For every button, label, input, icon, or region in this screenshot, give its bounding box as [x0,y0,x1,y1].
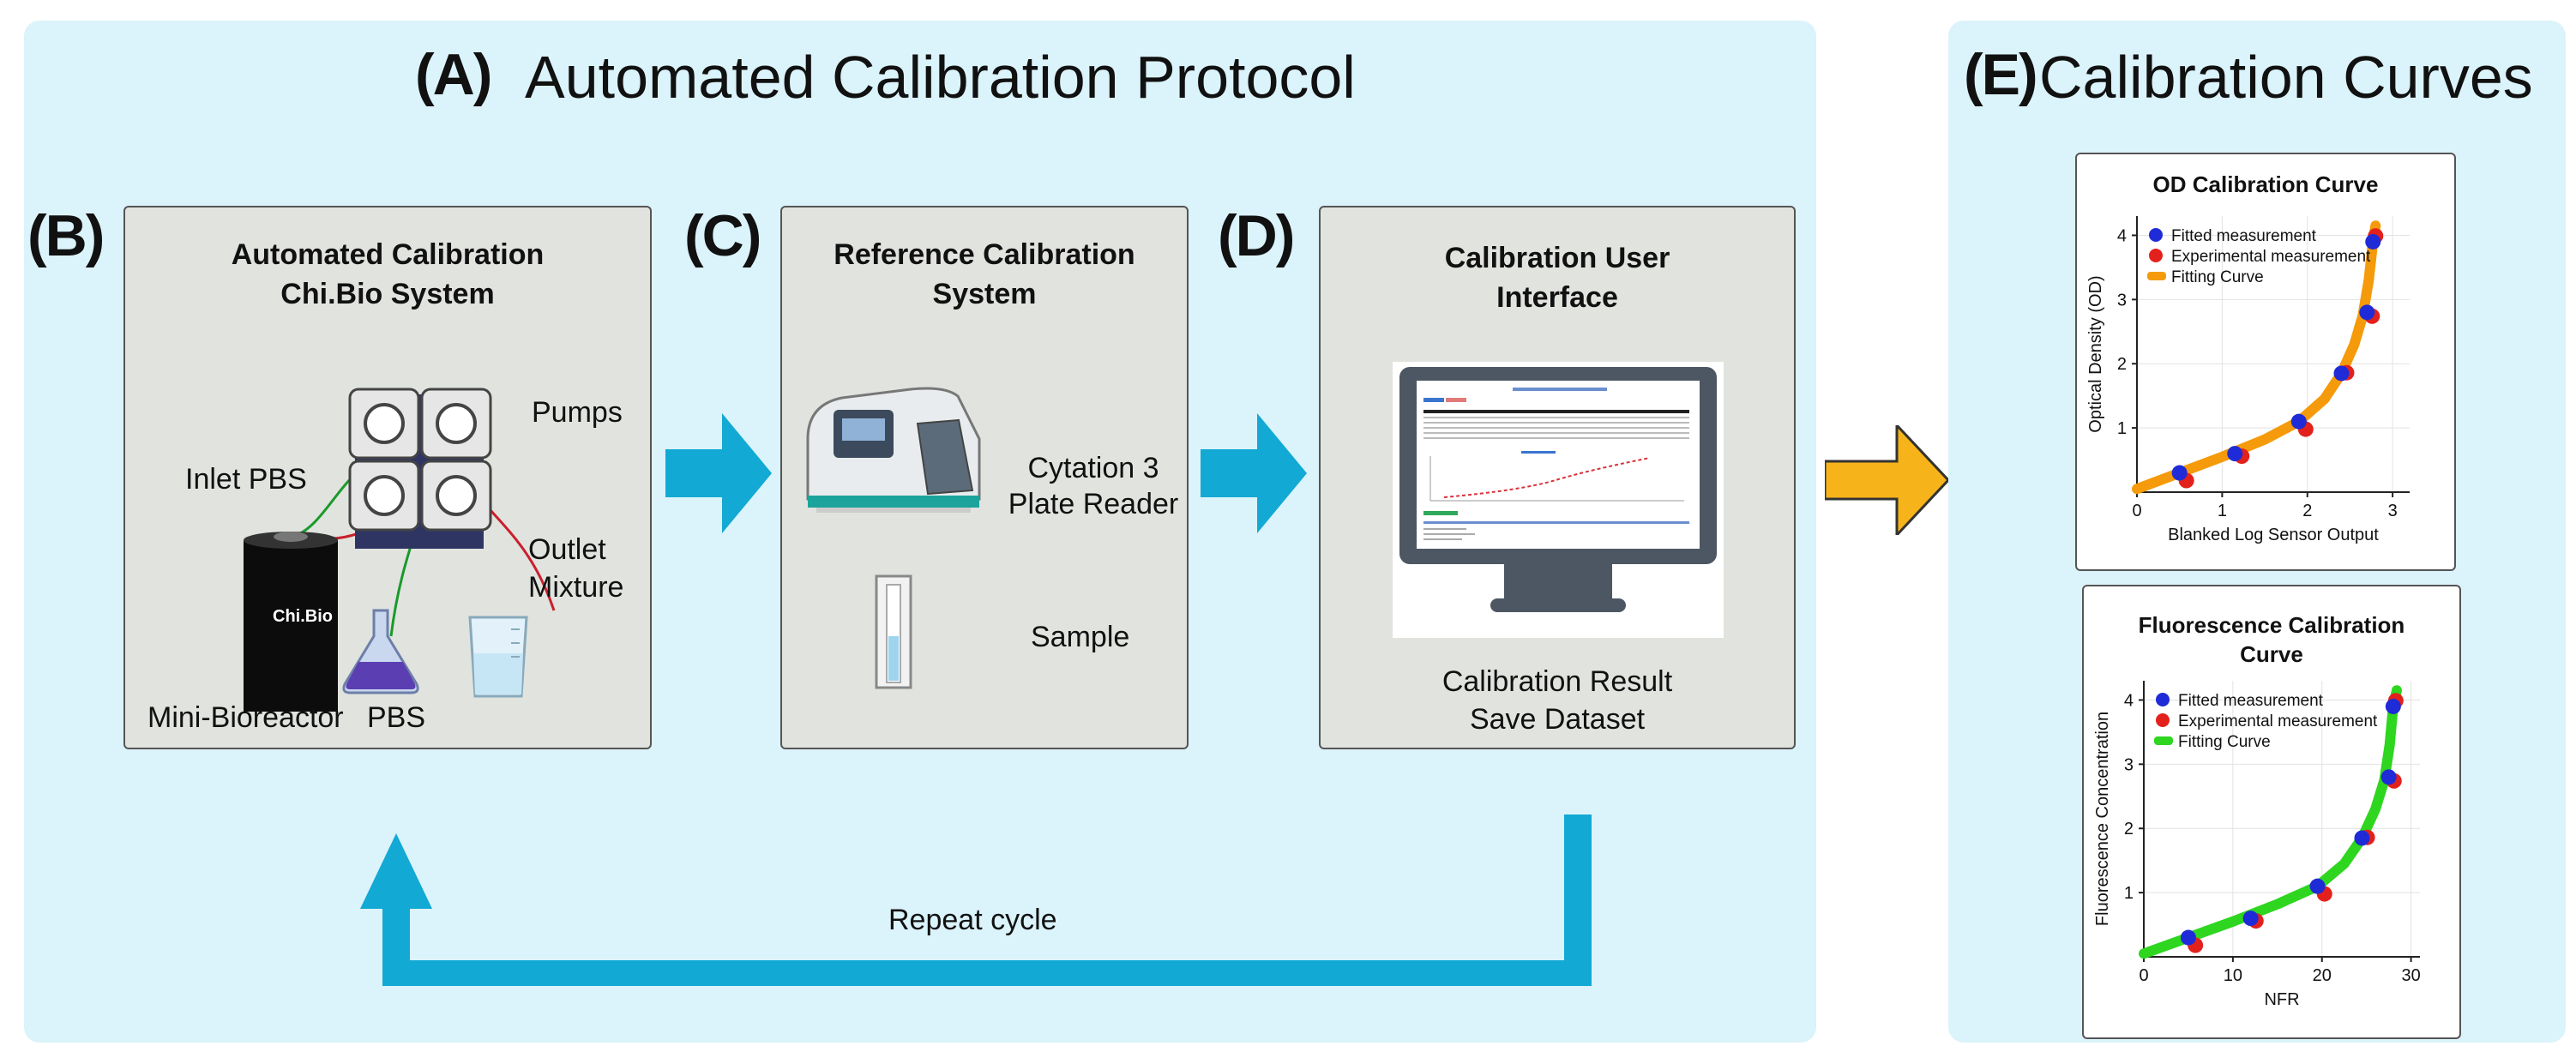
x-tick-label: 2 [2302,502,2312,520]
arrow-b-to-c [665,413,772,533]
legend-label: Fitting Curve [2171,268,2264,286]
chibio-illustration [244,388,556,712]
y-tick-label: 1 [2117,419,2127,438]
legend-marker [2149,249,2163,262]
y-tick-label: 3 [2124,755,2134,774]
cuvette-icon [875,574,912,689]
repeat-cycle-label: Repeat cycle [888,904,1057,936]
reference-illustration [806,387,981,689]
fl-chart-title-line2: Curve [2240,641,2303,667]
panel-e-title: Calibration Curves [2039,44,2533,111]
repeat-cycle-arrow [360,815,1592,986]
x-tick-label: 1 [2218,502,2227,520]
panel-a-tag: (A) [415,42,492,107]
fitting-curve-line [2132,220,2381,495]
fitted-point [2359,304,2375,321]
y-axis-label: Fluorescence Concentration [2093,712,2112,926]
fitted-point [2333,365,2350,382]
panel-b-tag: (B) [27,203,105,268]
x-tick-label: 0 [2132,502,2141,520]
legend-label: Experimental measurement [2171,248,2371,266]
fitted-point [2354,830,2370,846]
x-tick-label: 0 [2139,966,2148,985]
ui-title-line2: Interface [1496,281,1618,314]
plate-reader-label-line2: Plate Reader [1008,488,1179,520]
chibio-title-line1: Automated Calibration [231,238,545,271]
panel-a-title: Automated Calibration Protocol [525,44,1356,111]
x-tick-label: 10 [2224,966,2242,985]
device-brand-label: Chi.Bio [273,607,333,626]
pbs-label: PBS [367,701,426,734]
monitor-illustration [1393,362,1724,638]
monitor-icon [1399,367,1717,612]
screen-content [1423,388,1689,540]
x-tick-label: 20 [2313,966,2332,985]
y-tick-label: 2 [2117,355,2127,374]
fitted-point [2227,446,2243,462]
legend-marker [2149,228,2163,242]
pumps-icon [348,388,492,549]
reference-system-card: Reference Calibration System [780,206,1189,749]
flask-icon [342,609,419,694]
inlet-pbs-label: Inlet PBS [185,463,307,496]
x-axis-label: Blanked Log Sensor Output [2168,526,2379,544]
outlet-label-line2: Mixture [528,571,624,604]
result-label-line1: Calibration Result [1441,665,1673,698]
beaker-icon [468,616,528,698]
reference-title-line2: System [932,278,1037,310]
fitted-point [2309,878,2326,894]
legend-marker [2156,713,2170,727]
result-label-line2: Save Dataset [1469,703,1646,736]
y-axis-label: Optical Density (OD) [2086,275,2105,432]
user-interface-card: Calibration User Interface [1319,206,1796,749]
fluorescence-calibration-card: Fluorescence Calibration Curve 0 10 20 30 1 2… [2082,585,2461,1039]
y-tick-label: 1 [2124,884,2134,903]
fitted-point [2242,911,2259,927]
pumps-label: Pumps [532,396,623,429]
fitted-point [2380,769,2397,785]
panel-e-tag: (E) [1964,42,2038,107]
x-tick-label: 30 [2401,966,2420,985]
chibio-title-line2: Chi.Bio System [280,278,495,310]
fitting-curve-line [2139,685,2402,959]
plate-reader-icon [806,387,981,513]
legend-marker [2154,736,2173,745]
arrow-c-to-d [1201,413,1307,533]
fitted-point [2180,929,2196,946]
plate-reader-label-line1: Cytation 3 [1027,452,1159,484]
outlet-label-line1: Outlet [528,533,606,566]
fitted-point [2365,233,2381,249]
mini-bioreactor-label: Mini-Bioreactor [147,701,344,734]
od-chart-title: OD Calibration Curve [2152,171,2379,197]
panel-c-tag: (C) [684,203,761,268]
x-tick-label: 3 [2388,502,2398,520]
legend-label: Experimental measurement [2178,712,2378,730]
y-tick-label: 4 [2117,226,2127,245]
legend-label: Fitted measurement [2171,227,2317,245]
sample-label: Sample [1031,621,1130,653]
y-tick-label: 3 [2117,291,2127,310]
y-tick-label: 2 [2124,820,2134,839]
x-axis-label: NFR [2264,990,2299,1009]
fitted-point [2385,698,2401,714]
fl-chart-title-line1: Fluorescence Calibration [2138,612,2405,638]
legend-label: Fitted measurement [2178,692,2324,710]
ui-title-line1: Calibration User [1444,242,1670,274]
legend-marker [2147,272,2166,280]
arrow-to-curves [1825,425,1948,535]
legend-label: Fitting Curve [2178,733,2271,751]
y-tick-label: 4 [2124,691,2134,710]
fitted-point [2290,413,2307,430]
legend-marker [2156,693,2170,706]
bioreactor-icon [244,532,338,712]
fitted-point [2171,465,2188,481]
chibio-system-card: Automated Calibration Chi.Bio System [123,206,652,749]
reference-title-line1: Reference Calibration [834,238,1135,271]
panel-d-tag: (D) [1218,203,1295,268]
